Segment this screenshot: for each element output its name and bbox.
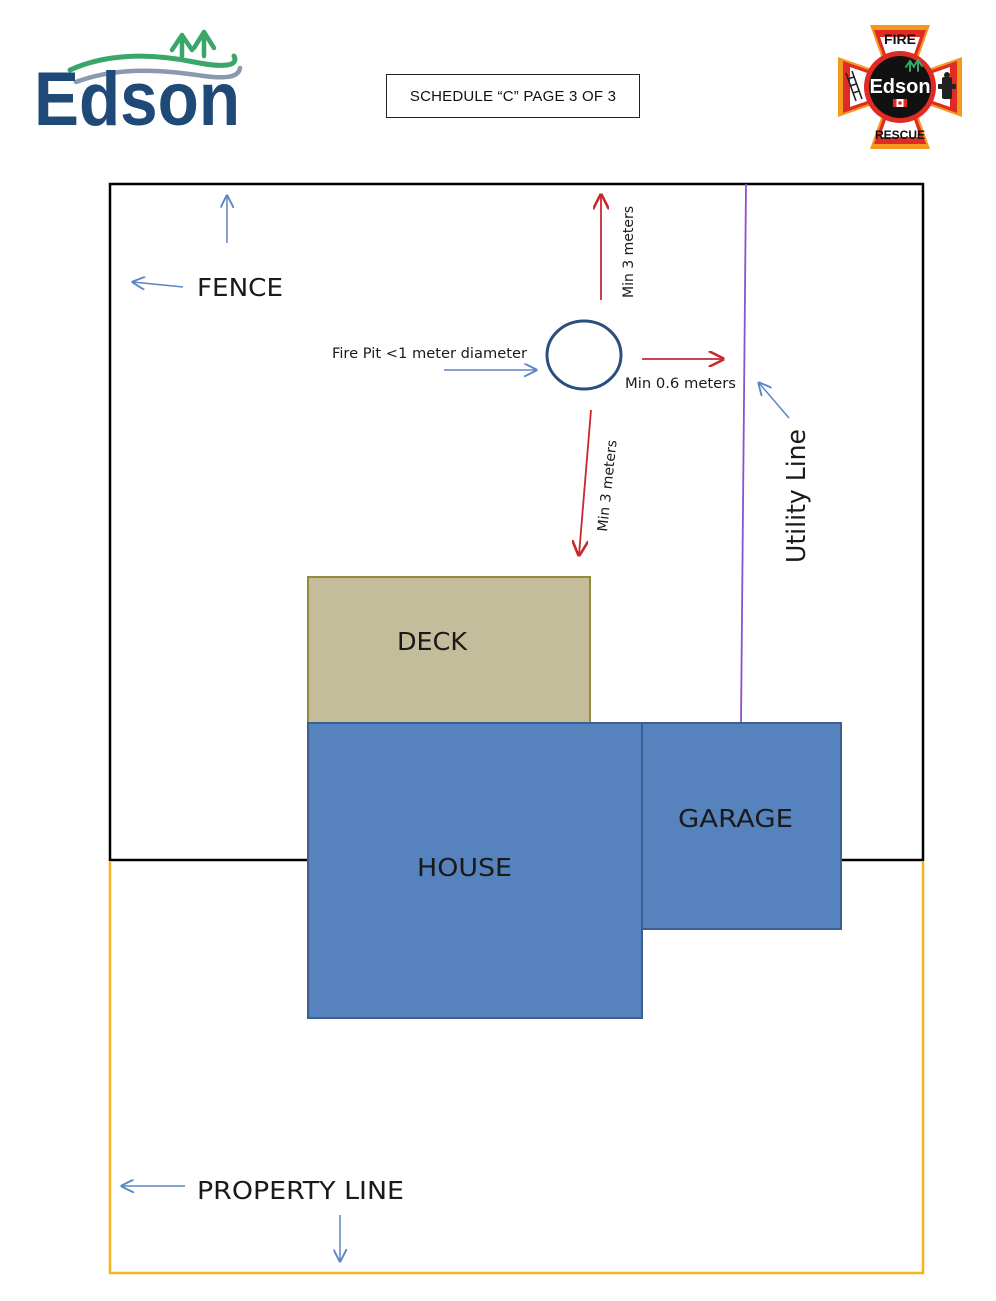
- utility-line-label: Utility Line: [782, 429, 812, 563]
- garage-label: GARAGE: [678, 804, 793, 833]
- garage: [641, 722, 842, 930]
- badge-top-text: FIRE: [884, 31, 916, 47]
- utility-line-pointer: [759, 383, 790, 419]
- min-top-label: Min 3 meters: [621, 206, 637, 298]
- badge-bottom-text: RESCUE: [875, 128, 925, 142]
- wave-grey: [73, 65, 243, 85]
- fence-label: FENCE: [197, 273, 283, 302]
- house: [307, 722, 643, 1019]
- deck: [307, 576, 591, 724]
- property-line: [108, 862, 925, 1275]
- badge-center: [869, 56, 931, 118]
- utility-line: [740, 183, 747, 724]
- min-bottom-label: Min 3 meters: [595, 439, 621, 532]
- fire-pit: [545, 319, 623, 391]
- edson-logo: Edson: [34, 29, 243, 132]
- tree-icon: [169, 29, 217, 59]
- wave-green: [67, 53, 238, 73]
- fire-pit-label: Fire Pit <1 meter diameter: [332, 346, 527, 362]
- clearance-arrow-bottom: [579, 409, 592, 555]
- deck-label: DECK: [397, 627, 468, 656]
- schedule-page-label: SCHEDULE “C” PAGE 3 OF 3: [386, 74, 640, 118]
- house-label: HOUSE: [417, 853, 512, 882]
- min-right-label: Min 0.6 meters: [625, 376, 736, 392]
- fence-line: [108, 182, 925, 862]
- hydrant-icon: [938, 72, 956, 99]
- property-line-label: PROPERTY LINE: [197, 1176, 404, 1205]
- fence-pointer-left: [133, 282, 184, 287]
- edson-wordmark: Edson: [34, 57, 240, 132]
- ladder-icon: [845, 70, 863, 102]
- badge-center-text: Edson: [869, 76, 930, 98]
- fire-rescue-badge: Edson FIRE RESCUE: [838, 25, 962, 149]
- canada-flag-icon: [893, 99, 907, 107]
